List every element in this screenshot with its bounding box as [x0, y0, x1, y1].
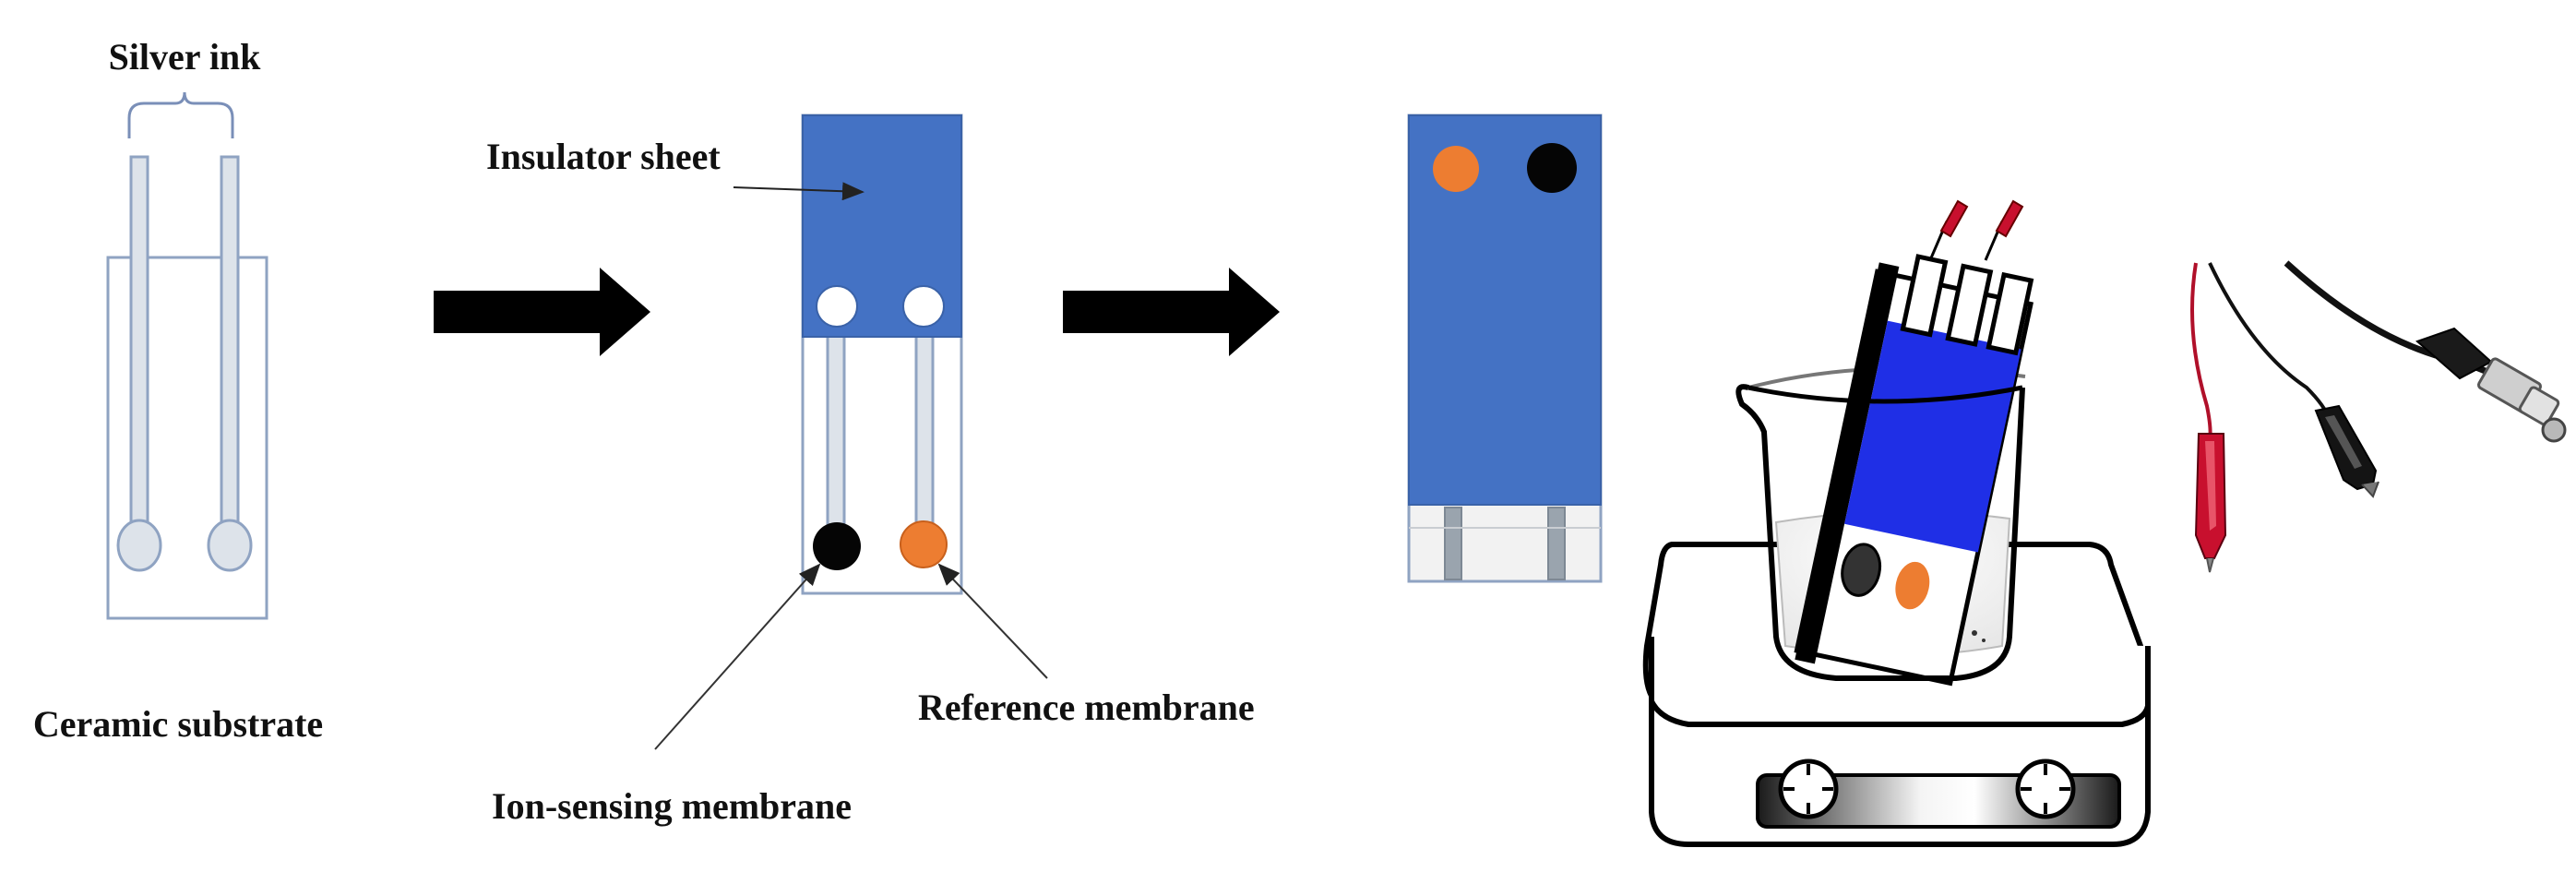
silver-pad-left: [116, 519, 162, 572]
mini-clip-left: [1939, 199, 1969, 238]
silver-pad-right: [207, 519, 253, 572]
sensor-connector-tab-2: [1945, 263, 1994, 347]
step4-measurement-setup: [1642, 199, 2151, 847]
measurement-cable: [2190, 260, 2567, 573]
bnc-connector-icon: [2415, 327, 2567, 443]
silver-track-left: [129, 155, 149, 528]
insulator-sheet-label: Insulator sheet: [486, 136, 721, 177]
reference-membrane-label: Reference membrane: [918, 687, 1255, 728]
ion-sensing-membrane-dot: [813, 522, 861, 570]
silver-ink-label: Silver ink: [109, 36, 262, 78]
finished-track-right: [1547, 507, 1566, 580]
ceramic-substrate-outline: [106, 256, 268, 620]
insulator-pointer: [733, 182, 865, 201]
reference-membrane-dot: [900, 520, 948, 568]
dipped-sensor-insulator: [1844, 320, 2021, 553]
red-alligator-clip-icon: [2194, 433, 2227, 573]
step3-finished-sensor: [1407, 113, 1603, 583]
beaker-front-rim: [1747, 385, 2023, 404]
sensor-clip-leads: [1928, 199, 2024, 261]
stirrer-front-edge: [1649, 699, 2151, 727]
contact-hole-right: [902, 285, 945, 328]
contact-hole-left: [816, 285, 858, 328]
magnetic-stirrer: [1642, 542, 2151, 847]
dipped-reference-dot: [1891, 557, 1934, 614]
silver-track-right: [220, 155, 240, 528]
stirrer-knob-left-icon: [1778, 759, 1839, 819]
black-alligator-clip-icon: [2314, 404, 2379, 498]
reference-pointer: [937, 563, 1048, 679]
ceramic-substrate-label: Ceramic substrate: [33, 703, 323, 745]
mini-clip-right: [1995, 199, 2024, 238]
process-arrow-2: [1063, 268, 1280, 356]
finished-reference-dot: [1433, 146, 1479, 192]
ion-sensing-membrane-label: Ion-sensing membrane: [492, 785, 852, 827]
beaker-front: [1735, 384, 2025, 681]
dipped-sensor: [1794, 254, 2034, 687]
sensor-connector-tab-3: [1986, 271, 2034, 356]
red-lead-wire: [2190, 262, 2212, 444]
step1-ceramic-substrate: Silver ink Ceramic substrate: [33, 36, 323, 745]
black-lead-wire: [2208, 262, 2332, 421]
silver-track-2-right: [914, 303, 935, 551]
stirrer-knob-right-icon: [2015, 759, 2076, 819]
finished-ion-dot: [1527, 143, 1577, 193]
dipped-ion-sensing-dot: [1841, 543, 1882, 597]
silver-track-2-left: [826, 303, 846, 551]
silver-ink-bracket: [127, 91, 234, 138]
dipped-sensor-edge: [1795, 262, 1900, 664]
finished-track-left: [1444, 507, 1462, 580]
process-arrow-1: [434, 268, 650, 356]
ion-sensing-pointer: [654, 563, 821, 750]
step2-insulated-sensor: Insulator sheet Ion-sensing membrane Ref…: [486, 113, 1255, 827]
